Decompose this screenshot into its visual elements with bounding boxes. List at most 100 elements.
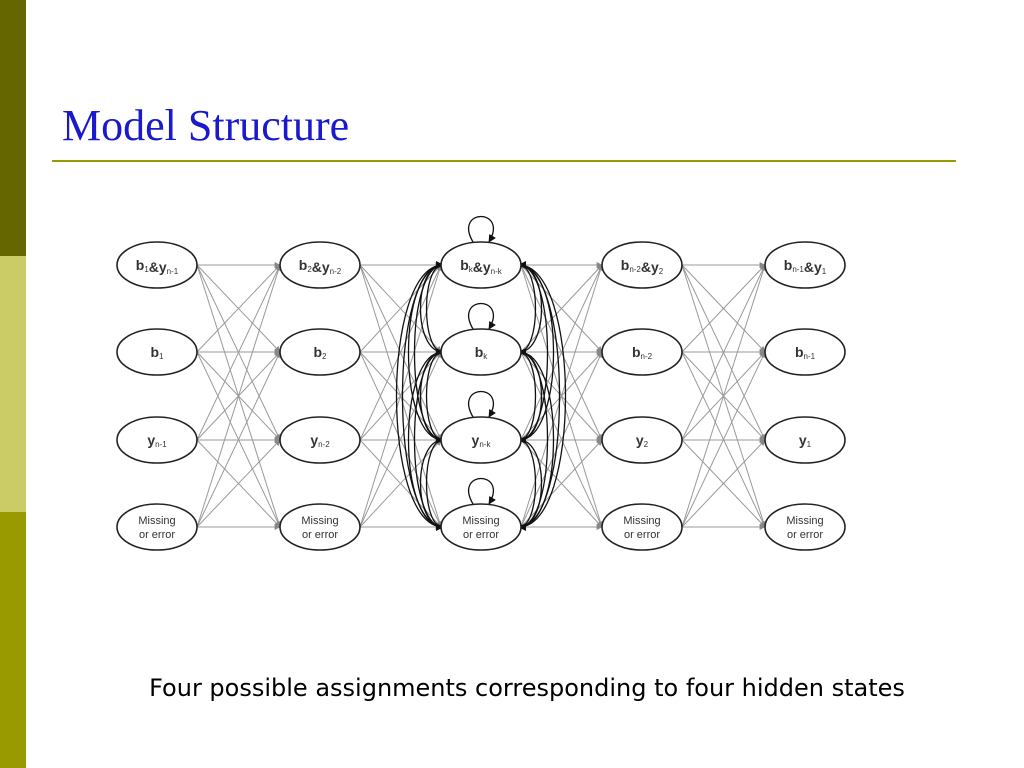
state-transition-arc — [518, 264, 567, 531]
state-node: bn-1 — [764, 328, 846, 376]
transition-edge — [681, 264, 766, 353]
state-label: bn-2&y2 — [621, 257, 664, 276]
state-node-ellipse — [116, 241, 198, 289]
state-node: bn-2 — [601, 328, 683, 376]
transition-edge — [681, 264, 766, 441]
state-node-ellipse — [764, 503, 846, 551]
transition-edge — [196, 264, 282, 528]
state-label: b2&yn-2 — [299, 257, 342, 276]
transition-edge — [681, 264, 767, 528]
state-transition-arc — [518, 348, 549, 528]
transition-edge — [681, 439, 766, 528]
state-node: bn-1&y1 — [764, 241, 846, 289]
state-node-ellipse — [764, 416, 846, 464]
state-transition-arc — [413, 261, 444, 441]
self-loop-arc — [467, 477, 496, 505]
state-label: y1 — [799, 432, 812, 449]
state-label: Missing — [462, 515, 499, 527]
slide-caption: Four possible assignments corresponding … — [149, 674, 905, 702]
state-node-ellipse — [764, 328, 846, 376]
state-transition-arc — [518, 261, 561, 528]
state-node-ellipse — [764, 241, 846, 289]
state-node-ellipse — [116, 328, 198, 376]
state-node: Missing or error — [279, 503, 361, 551]
state-node-ellipse — [279, 241, 361, 289]
state-node: Missing or error — [440, 503, 522, 551]
transition-edges — [196, 262, 767, 530]
state-label: b1&yn-1 — [136, 257, 179, 276]
state-node-ellipse — [440, 503, 522, 551]
state-label: Missing — [623, 515, 660, 527]
state-node: yn-k — [440, 416, 522, 464]
state-transition-arc — [401, 261, 444, 528]
side-accent-bar — [0, 0, 26, 768]
self-loop-arc — [467, 390, 496, 418]
transition-edge — [359, 264, 442, 353]
state-node-ellipse — [440, 328, 522, 376]
accent-bar-top — [0, 0, 26, 256]
state-transition-arc — [413, 348, 444, 528]
state-node: yn-2 — [279, 416, 361, 464]
state-label: y2 — [636, 432, 649, 449]
state-label: Missing — [301, 515, 338, 527]
state-node-ellipse — [279, 503, 361, 551]
state-label: yn-2 — [310, 432, 330, 449]
transition-edge — [520, 264, 604, 528]
transition-edge — [196, 351, 281, 528]
state-label: Missing — [138, 515, 175, 527]
state-label: b2 — [313, 344, 327, 361]
slide-title: Model Structure — [62, 101, 350, 150]
transition-edge — [196, 439, 281, 528]
state-label: or error — [463, 529, 499, 541]
state-node-ellipse — [601, 241, 683, 289]
state-node-ellipse — [116, 416, 198, 464]
transition-edge — [196, 264, 281, 441]
state-label: or error — [624, 529, 660, 541]
state-node: Missing or error — [601, 503, 683, 551]
state-transition-arc — [395, 264, 444, 531]
transition-edge — [520, 264, 603, 353]
state-node-ellipse — [279, 328, 361, 376]
state-label: bk — [475, 344, 489, 361]
state-label: or error — [787, 529, 823, 541]
state-node-ellipse — [116, 503, 198, 551]
state-node-ellipse — [601, 503, 683, 551]
state-transition-arc — [518, 261, 549, 441]
state-label: bk&yn-k — [460, 257, 503, 276]
state-node: Missing or error — [764, 503, 846, 551]
title-underline — [52, 160, 956, 162]
state-label: Missing — [786, 515, 823, 527]
state-node: b2&yn-2 — [279, 241, 361, 289]
self-loop-arc — [467, 215, 496, 243]
transition-edge — [196, 264, 281, 353]
self-loop-arc — [467, 302, 496, 330]
self-loop-arcs — [395, 215, 567, 531]
state-node-ellipse — [601, 328, 683, 376]
state-label: yn-k — [472, 432, 492, 449]
state-node: b1 — [116, 328, 198, 376]
state-node: Missing or error — [116, 503, 198, 551]
transition-edge — [681, 351, 766, 528]
state-label: or error — [302, 529, 338, 541]
transition-edge — [359, 439, 442, 528]
state-node: bn-2&y2 — [601, 241, 683, 289]
state-label: bn-1 — [795, 344, 816, 361]
transition-edge — [520, 439, 603, 528]
state-node: bk&yn-k — [440, 241, 522, 289]
accent-bar-bottom — [0, 512, 26, 768]
state-node-ellipse — [440, 416, 522, 464]
state-label: bn-2 — [632, 344, 653, 361]
state-node-ellipse — [440, 241, 522, 289]
state-node: bk — [440, 328, 522, 376]
state-node: y2 — [601, 416, 683, 464]
state-node: b1&yn-1 — [116, 241, 198, 289]
accent-bar-middle — [0, 256, 26, 512]
state-label: bn-1&y1 — [784, 257, 827, 276]
transition-edge — [359, 264, 443, 528]
state-label: yn-1 — [147, 432, 167, 449]
state-label: b1 — [150, 344, 164, 361]
state-label: or error — [139, 529, 175, 541]
state-node-ellipse — [279, 416, 361, 464]
